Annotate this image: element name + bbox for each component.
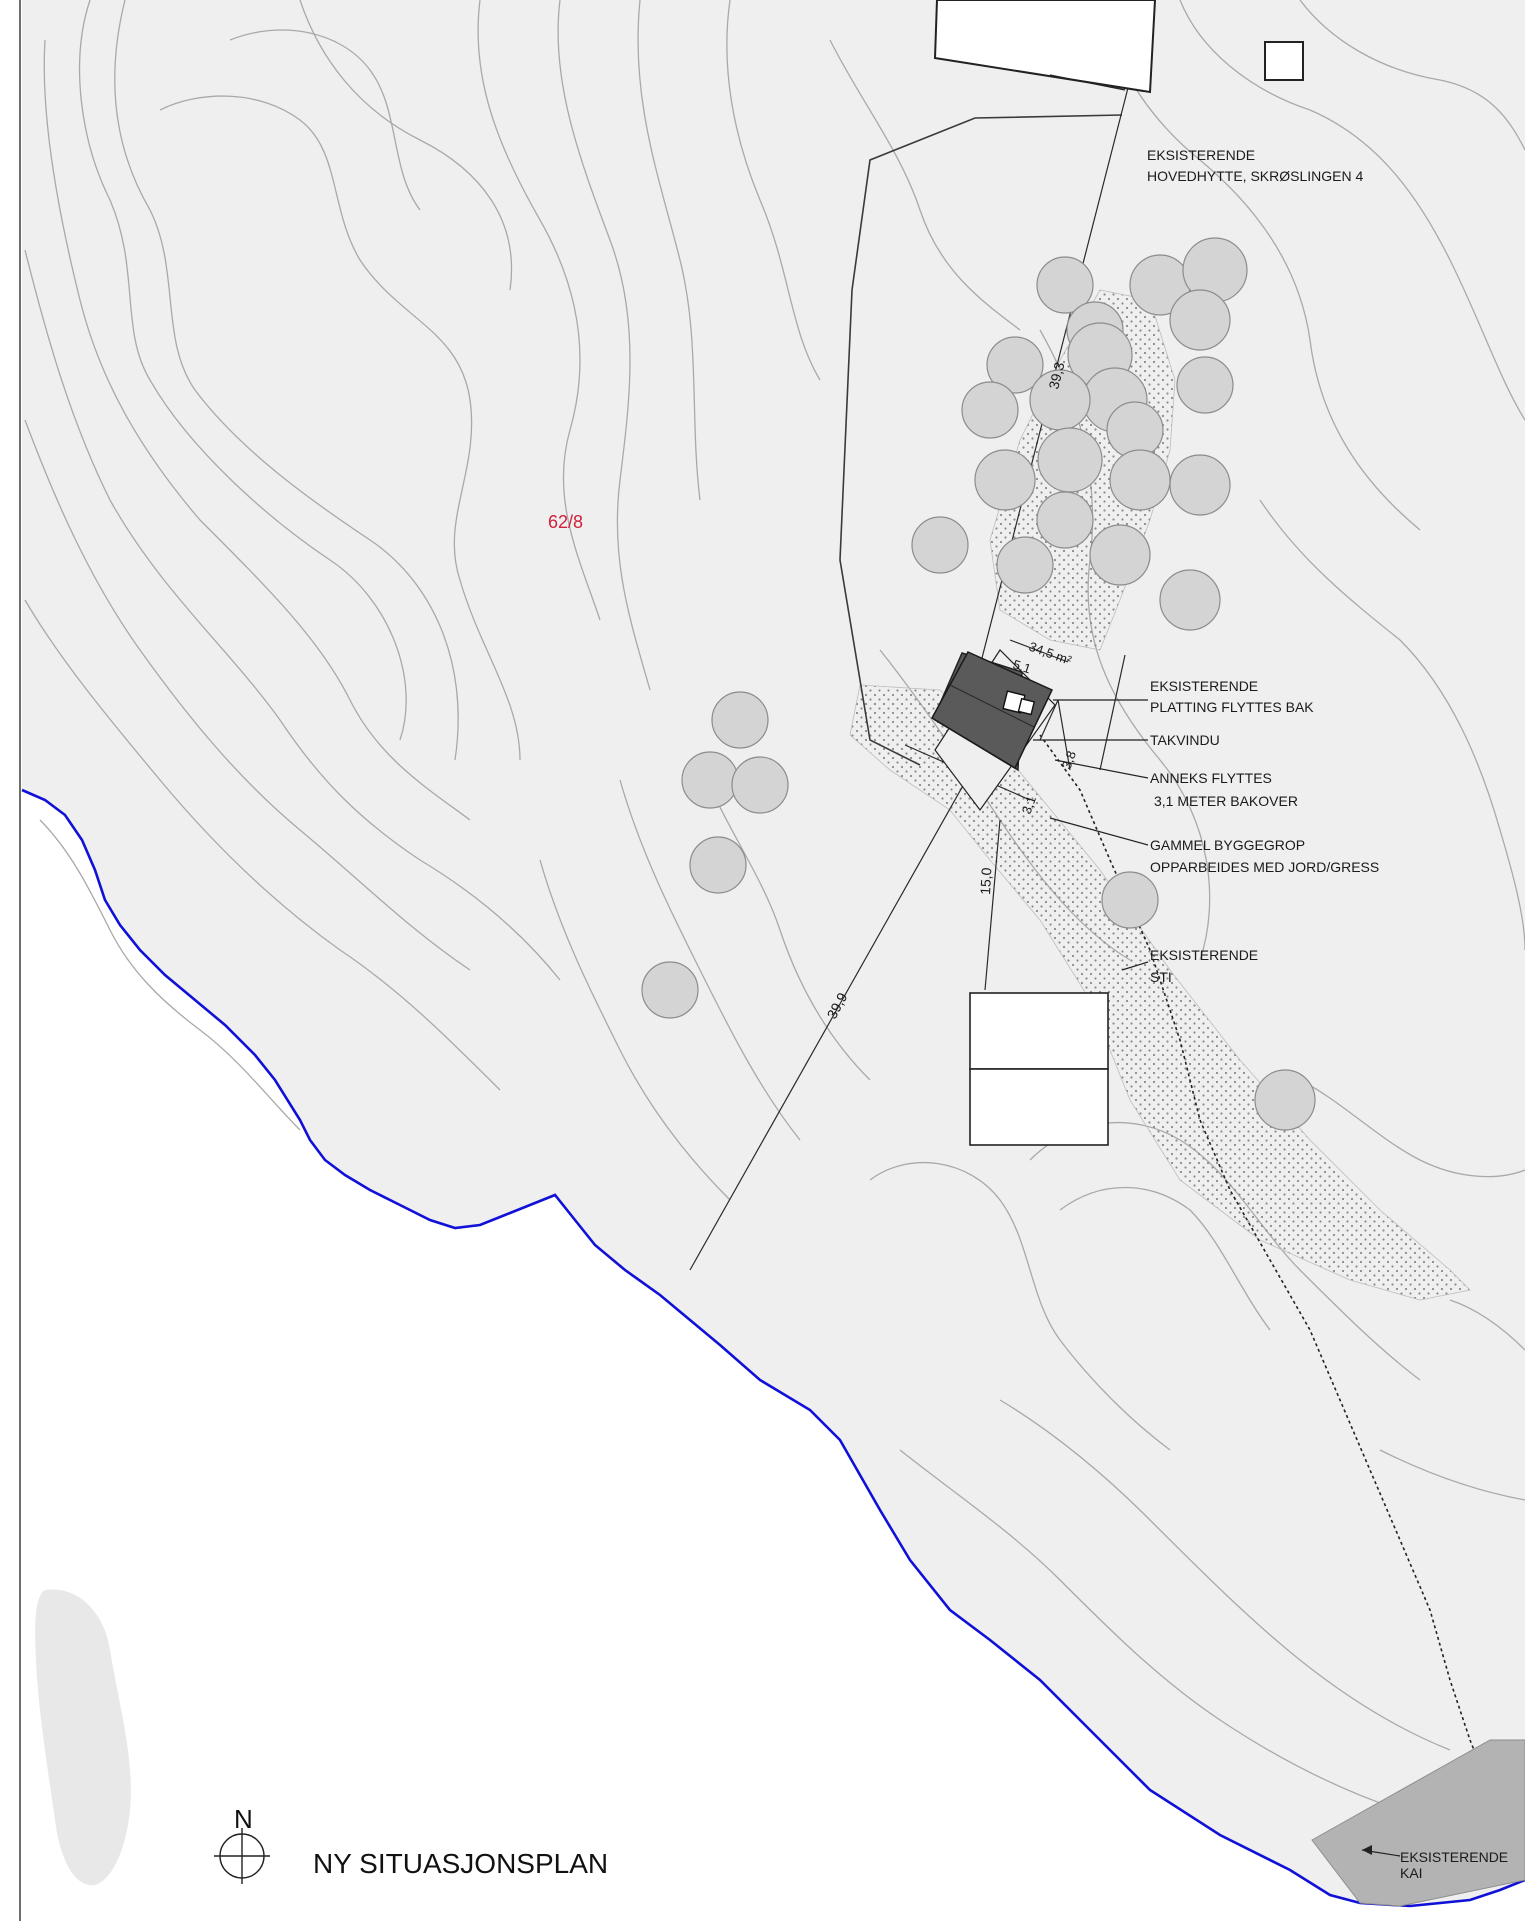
trees [641,237,1316,1131]
label-annex-line1: ANNEKS FLYTTES [1150,770,1272,786]
label-main-cabin: EKSISTERENDE HOVEDHYTTE, SKRØSLINGEN 4 [1147,147,1363,184]
label-skylight: TAKVINDU [1150,732,1220,748]
label-path: EKSISTERENDE STI [1150,947,1258,985]
north-arrow: N [214,1804,270,1884]
label-deck-line2: PLATTING FLYTTES BAK [1150,699,1314,715]
label-path-line1: EKSISTERENDE [1150,947,1258,963]
annex-group [930,649,1056,812]
label-deck-line1: EKSISTERENDE [1150,678,1258,694]
label-quay: EKSISTERENDE KAI [1400,1849,1508,1881]
island [35,1589,131,1886]
dim-5-1: 5,1 [1011,657,1033,677]
label-main-cabin-line2: HOVEDHYTTE, SKRØSLINGEN 4 [1147,168,1363,184]
drawing-title: NY SITUASJONSPLAN [313,1848,608,1879]
main-cabin [933,0,1157,94]
label-main-cabin-line1: EKSISTERENDE [1147,147,1255,163]
north-label: N [234,1804,253,1834]
dim-3-1: 3,1 [1019,794,1039,816]
shoreline [21,788,1525,1908]
label-old-pit-line1: GAMMEL BYGGEGROP [1150,837,1305,853]
annex-roof [930,651,1054,770]
quay [1311,1739,1525,1907]
label-old-pit: GAMMEL BYGGEGROP OPPARBEIDES MED JORD/GR… [1150,837,1379,875]
dim-15-0: 15,0 [977,867,994,895]
terrace-lower [969,1068,1109,1146]
label-leaders [1033,699,1149,971]
label-deck: EKSISTERENDE PLATTING FLYTTES BAK [1150,678,1314,715]
main-cabin-leader [1049,74,1126,91]
label-quay-line2: KAI [1400,1865,1423,1881]
label-annex-line2: 3,1 METER BAKOVER [1154,793,1298,809]
terrace-upper [969,992,1109,1070]
terrain-area [22,0,1525,1906]
shed [1264,41,1304,81]
label-annex: ANNEKS FLYTTES 3,1 METER BAKOVER [1150,770,1298,809]
property-boundary [839,114,1123,766]
dim-3-8: 3,8 [1059,749,1079,771]
dim-39-3: 39,3 [1045,360,1067,391]
label-old-pit-line2: OPPARBEIDES MED JORD/GRESS [1150,859,1379,875]
label-path-line2: STI [1150,969,1172,985]
label-quay-line1: EKSISTERENDE [1400,1849,1508,1865]
contour-lines [24,0,1525,1811]
plot-label: 62/8 [548,512,583,532]
